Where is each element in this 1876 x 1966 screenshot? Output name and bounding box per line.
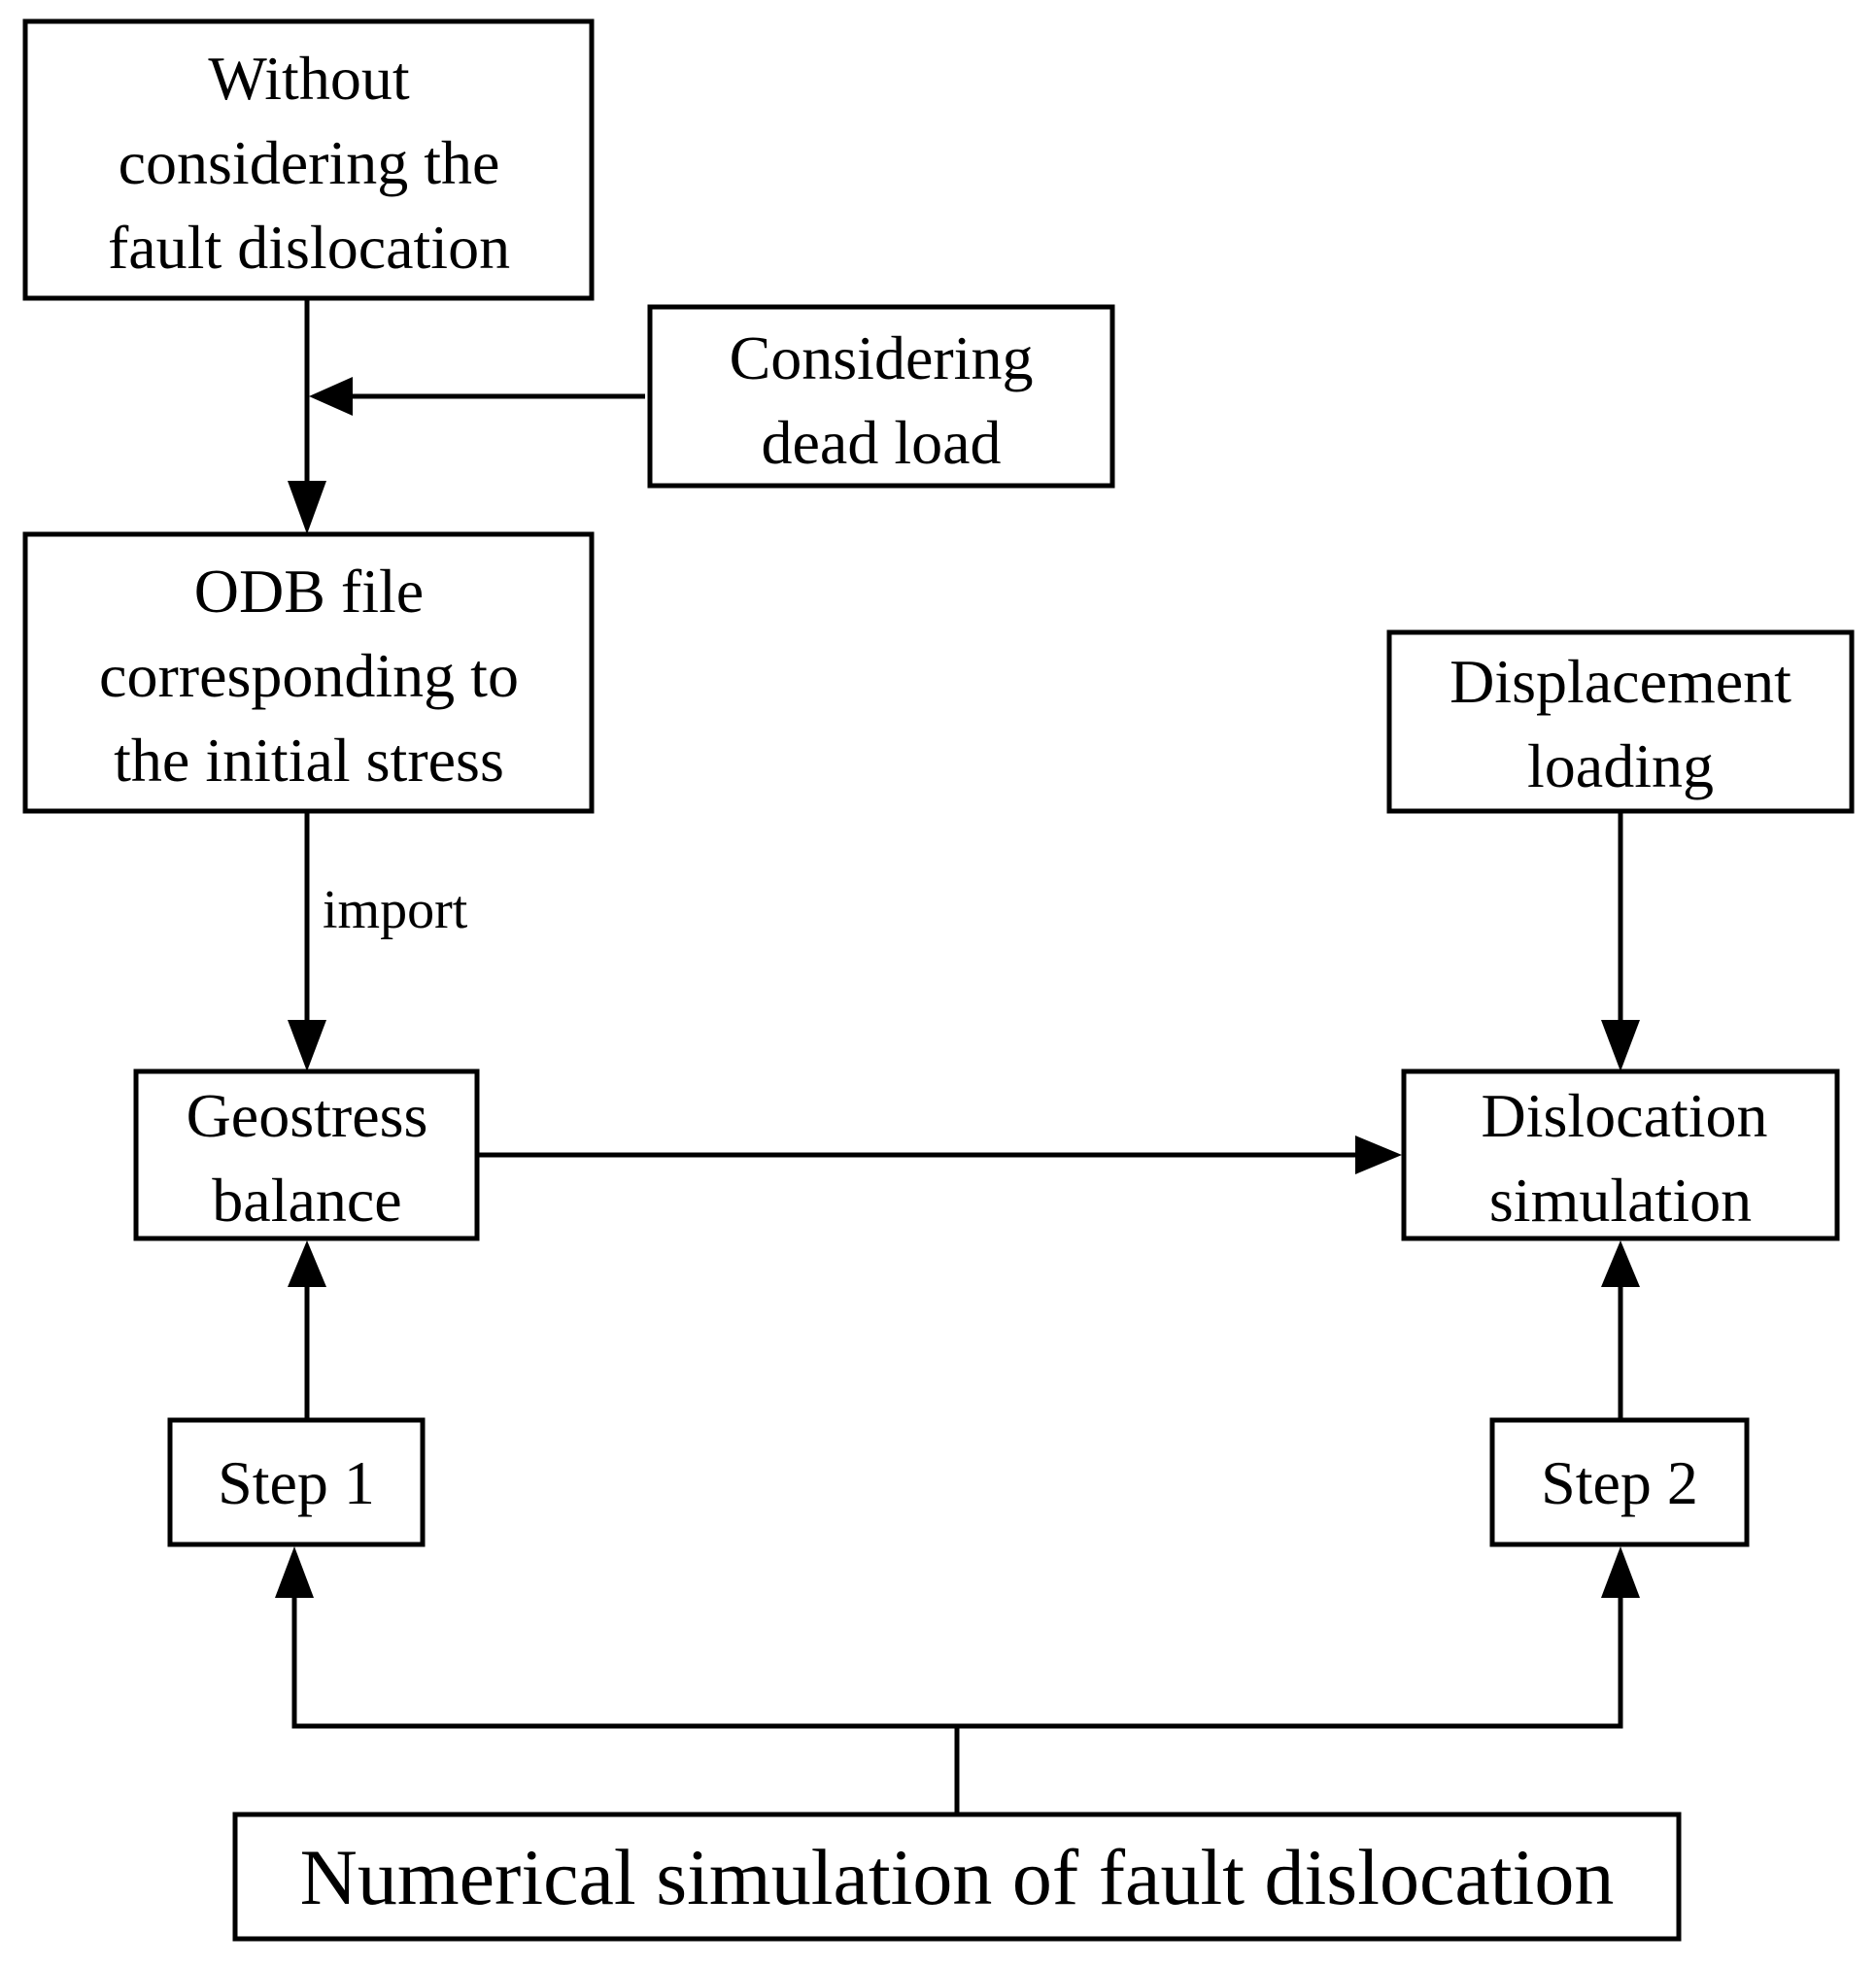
edge-odb-to-geostress: import <box>288 811 468 1071</box>
edge-import-label: import <box>323 880 468 940</box>
node-geostress-line-2: balance <box>212 1166 401 1235</box>
node-numerical-simulation: Numerical simulation of fault dislocatio… <box>232 1812 1682 1942</box>
node-dislocation-line-2: simulation <box>1489 1166 1752 1235</box>
node-dislocation-simulation: Dislocation simulation <box>1401 1068 1840 1241</box>
node-numerical-simulation-label: Numerical simulation of fault dislocatio… <box>300 1833 1615 1921</box>
node-odb-file-line-3: the initial stress <box>114 726 504 795</box>
node-displacement-loading: Displacement loading <box>1386 629 1855 814</box>
edge-dead-load-to-main <box>309 377 645 416</box>
edge-displacement-to-dislocation <box>1601 811 1640 1071</box>
node-without-fault-line-3: fault dislocation <box>108 213 510 282</box>
edge-geostress-to-dislocation <box>477 1136 1402 1174</box>
node-considering-dead-load: Considering dead load <box>647 304 1115 489</box>
node-step-1: Step 1 <box>167 1417 426 1547</box>
node-odb-file: ODB file corresponding to the initial st… <box>22 531 595 814</box>
node-without-fault-line-1: Without <box>208 44 409 113</box>
node-odb-file-line-2: corresponding to <box>99 641 519 710</box>
node-dead-load-line-2: dead load <box>762 408 1002 477</box>
node-displacement-line-1: Displacement <box>1450 647 1791 716</box>
edge-step2-to-dislocation <box>1601 1240 1640 1420</box>
node-without-fault-line-2: considering the <box>119 128 500 197</box>
node-without-fault-dislocation: Without considering the fault dislocatio… <box>22 18 595 301</box>
node-dead-load-line-1: Considering <box>730 323 1034 392</box>
node-dislocation-line-1: Dislocation <box>1481 1081 1767 1150</box>
node-step-2: Step 2 <box>1489 1417 1750 1547</box>
node-geostress-line-1: Geostress <box>187 1081 428 1150</box>
edge-numerical-to-steps <box>275 1546 1640 1814</box>
node-step-2-label: Step 2 <box>1541 1448 1698 1517</box>
edge-step1-to-geostress <box>288 1240 326 1420</box>
node-displacement-line-2: loading <box>1527 731 1714 800</box>
edge-without-to-odb <box>288 298 326 534</box>
node-odb-file-line-1: ODB file <box>194 557 424 626</box>
node-geostress-balance: Geostress balance <box>133 1068 480 1241</box>
node-step-1-label: Step 1 <box>218 1448 375 1517</box>
